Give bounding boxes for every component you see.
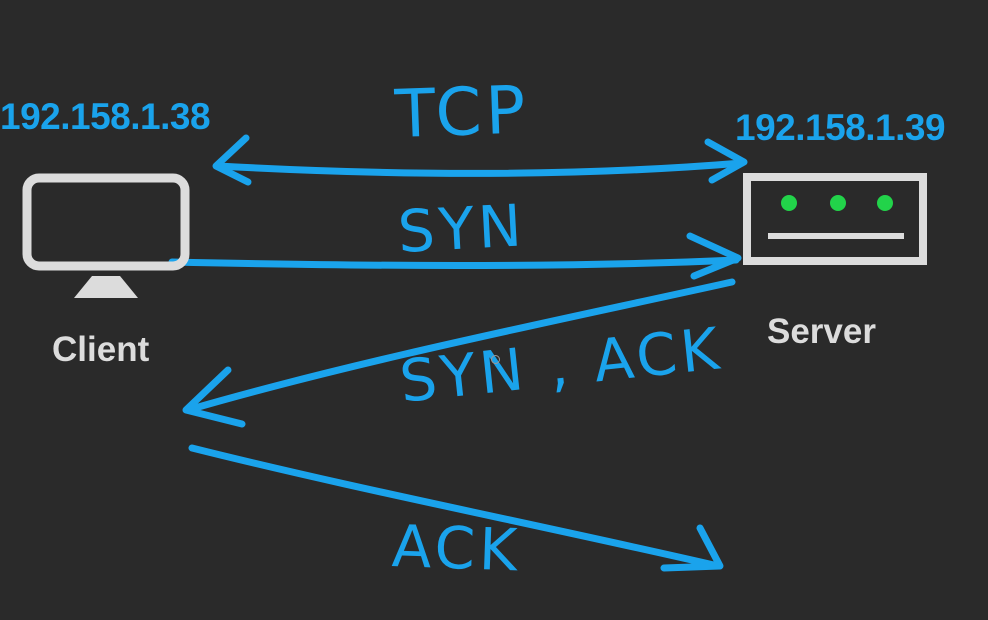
monitor-icon — [22, 173, 190, 298]
client-label: Client — [52, 330, 150, 369]
server-label: Server — [767, 312, 876, 351]
syn-arrow — [168, 232, 742, 280]
ack-label: ACK — [390, 512, 523, 585]
cursor-ring — [491, 355, 500, 364]
server-ip-address: 192.158.1.39 — [735, 107, 946, 148]
tcp-double-arrow — [212, 134, 748, 186]
syn-ack-arrow — [182, 278, 736, 428]
server-led-3 — [877, 195, 893, 211]
syn-label: SYN — [396, 191, 528, 266]
server-led-1 — [781, 195, 797, 211]
server-led-2 — [830, 195, 846, 211]
ack-arrow — [188, 444, 724, 572]
server-icon — [743, 173, 927, 265]
client-ip-address: 192.158.1.38 — [0, 96, 211, 137]
tcp-label: TCP — [393, 71, 531, 153]
